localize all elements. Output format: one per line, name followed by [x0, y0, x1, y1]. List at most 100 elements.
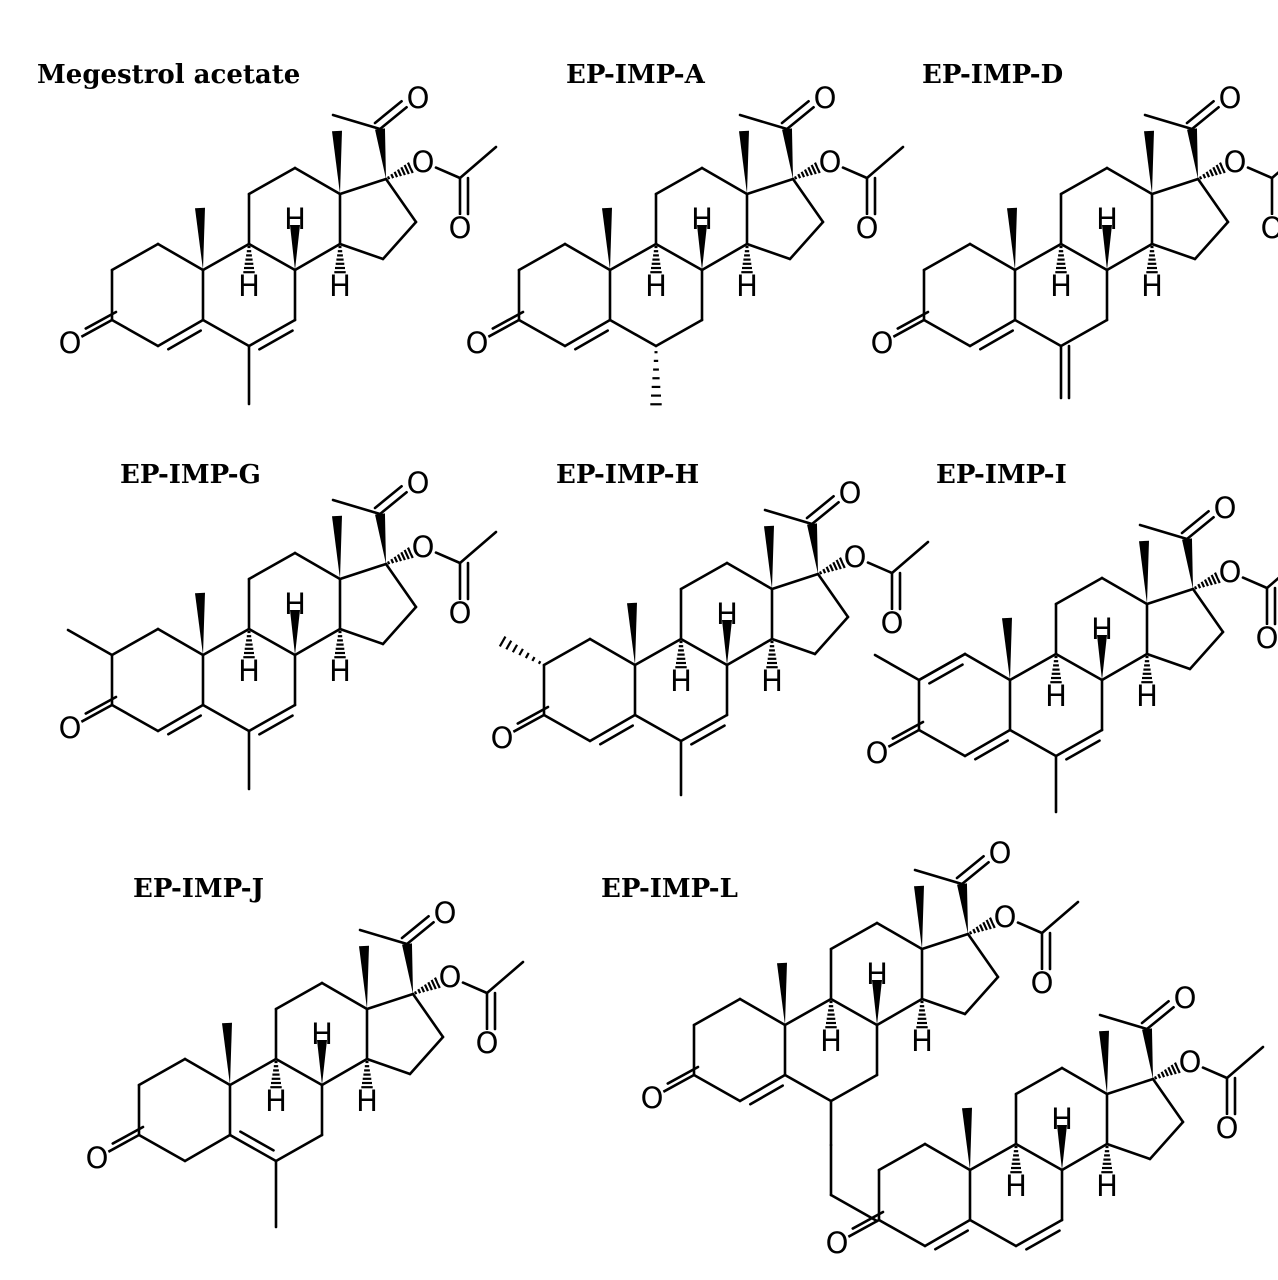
c17-acetoxy-hashed-bond — [797, 173, 802, 179]
c17-acetoxy-hashed-bond — [386, 560, 391, 565]
title-ep-imp-h: EP-IMP-H — [556, 460, 700, 490]
bond — [700, 166, 749, 196]
bond — [816, 572, 850, 619]
hydrogen-label: H — [645, 269, 667, 303]
bond — [608, 318, 658, 348]
c1-c2-double-bond — [928, 663, 964, 685]
c17-acetoxy-hashed-bond — [988, 917, 996, 929]
c17-acetoxy-hashed-bond — [1215, 164, 1222, 175]
bond — [770, 637, 817, 656]
c3-ketone-bond — [516, 705, 550, 725]
c20-ketone-bond — [1185, 516, 1215, 541]
bond — [274, 981, 324, 1011]
c17-acetoxy-hashed-bond — [390, 558, 395, 564]
c18-methyl-wedge — [739, 130, 749, 194]
oxygen-label-mask — [992, 904, 1018, 930]
bond — [745, 177, 795, 196]
oxygen-label-mask — [489, 725, 515, 751]
bond — [1105, 1142, 1152, 1161]
oxygen-label: O — [1179, 1045, 1202, 1079]
oxygen-label: O — [989, 836, 1012, 870]
c20-wedge — [1182, 538, 1193, 589]
c3-ketone-bond — [851, 1210, 885, 1230]
bond — [110, 318, 160, 348]
c17-acetoxy-hashed-bond — [1205, 171, 1211, 178]
c17-acetoxy-hashed-bond — [1157, 1073, 1162, 1079]
h8-wedge — [1097, 635, 1107, 680]
bond — [201, 318, 251, 348]
c17-acetoxy-hashed-bond — [793, 175, 798, 180]
c17-acetoxy-hashed-bond — [803, 169, 809, 177]
oxygen-label: O — [881, 606, 904, 640]
bond — [137, 1057, 187, 1087]
bond — [968, 1142, 1018, 1172]
bond — [783, 1073, 833, 1103]
c6-c7-double-bond — [1014, 1218, 1064, 1248]
bond — [1014, 1066, 1064, 1096]
c2-alpha-methyl-hashed-bond — [524, 652, 530, 659]
c19-methyl-wedge — [195, 592, 205, 655]
c17-acetoxy-hashed-bond — [810, 164, 817, 175]
bond — [358, 928, 409, 946]
c3-ketone-bond — [887, 728, 921, 748]
bond — [633, 637, 683, 667]
title-ep-imp-a: EP-IMP-A — [566, 60, 705, 90]
oxygen-label-mask — [405, 85, 431, 111]
bond — [338, 627, 385, 646]
oxygen-label-mask — [879, 610, 905, 636]
bond — [1098, 1013, 1149, 1031]
c17-acetoxy-hashed-bond — [822, 568, 827, 574]
c4-c5-double-bond — [599, 724, 635, 746]
bond — [542, 637, 592, 667]
c3-ketone-bond — [107, 1133, 141, 1153]
oxygen-label: O — [1219, 81, 1242, 115]
c3-ketone-bond — [896, 310, 930, 330]
c17-acetoxy-hashed-bond — [386, 175, 391, 180]
c17-acetoxy-hashed-bond — [838, 557, 846, 569]
hydrogen-label: H — [1096, 202, 1118, 236]
acetoxy-bond — [866, 561, 894, 575]
c20-wedge — [957, 883, 968, 934]
h8-wedge — [317, 1040, 327, 1085]
c18-methyl-wedge — [359, 945, 369, 1009]
c4-c5-double-bond — [923, 1218, 972, 1248]
bond — [865, 145, 905, 180]
c3-ketone-bond — [891, 720, 925, 740]
oxygen-label: O — [59, 711, 82, 745]
bond — [1105, 1077, 1155, 1096]
bond — [654, 166, 704, 196]
c17-acetoxy-hashed-bond — [1218, 162, 1226, 174]
oxygen-label-mask — [84, 1145, 110, 1171]
bond — [1060, 1066, 1109, 1096]
h8-wedge — [697, 225, 707, 270]
hydrogen-label: H — [736, 269, 758, 303]
oxygen-label: O — [1214, 491, 1237, 525]
oxygen-label: O — [814, 81, 837, 115]
c1-c2-double-bond — [917, 652, 967, 682]
c17-acetoxy-hashed-bond — [393, 556, 399, 563]
c17-acetoxy-hashed-bond — [433, 977, 441, 989]
bond — [679, 637, 729, 667]
bond — [875, 997, 924, 1027]
bond — [875, 921, 924, 951]
hydrogen-label: H — [356, 1084, 378, 1118]
c18-methyl-wedge — [1139, 540, 1149, 604]
bond — [365, 992, 415, 1011]
c17-acetoxy-hashed-bond — [1213, 572, 1221, 584]
bond — [137, 1133, 187, 1163]
c20-ketone-bond — [405, 921, 435, 946]
c4-c5-double-bond — [563, 318, 612, 348]
c20-ketone-bond — [1190, 106, 1220, 131]
hydrogen-label: H — [670, 664, 692, 698]
bond — [384, 177, 418, 224]
oxygen-label-mask — [437, 964, 463, 990]
c19-methyl-wedge — [222, 1022, 232, 1085]
bond — [1008, 652, 1058, 682]
bond — [966, 932, 1000, 979]
c3-ketone-bond — [487, 318, 521, 338]
c17-acetoxy-hashed-bond — [1153, 1075, 1158, 1080]
